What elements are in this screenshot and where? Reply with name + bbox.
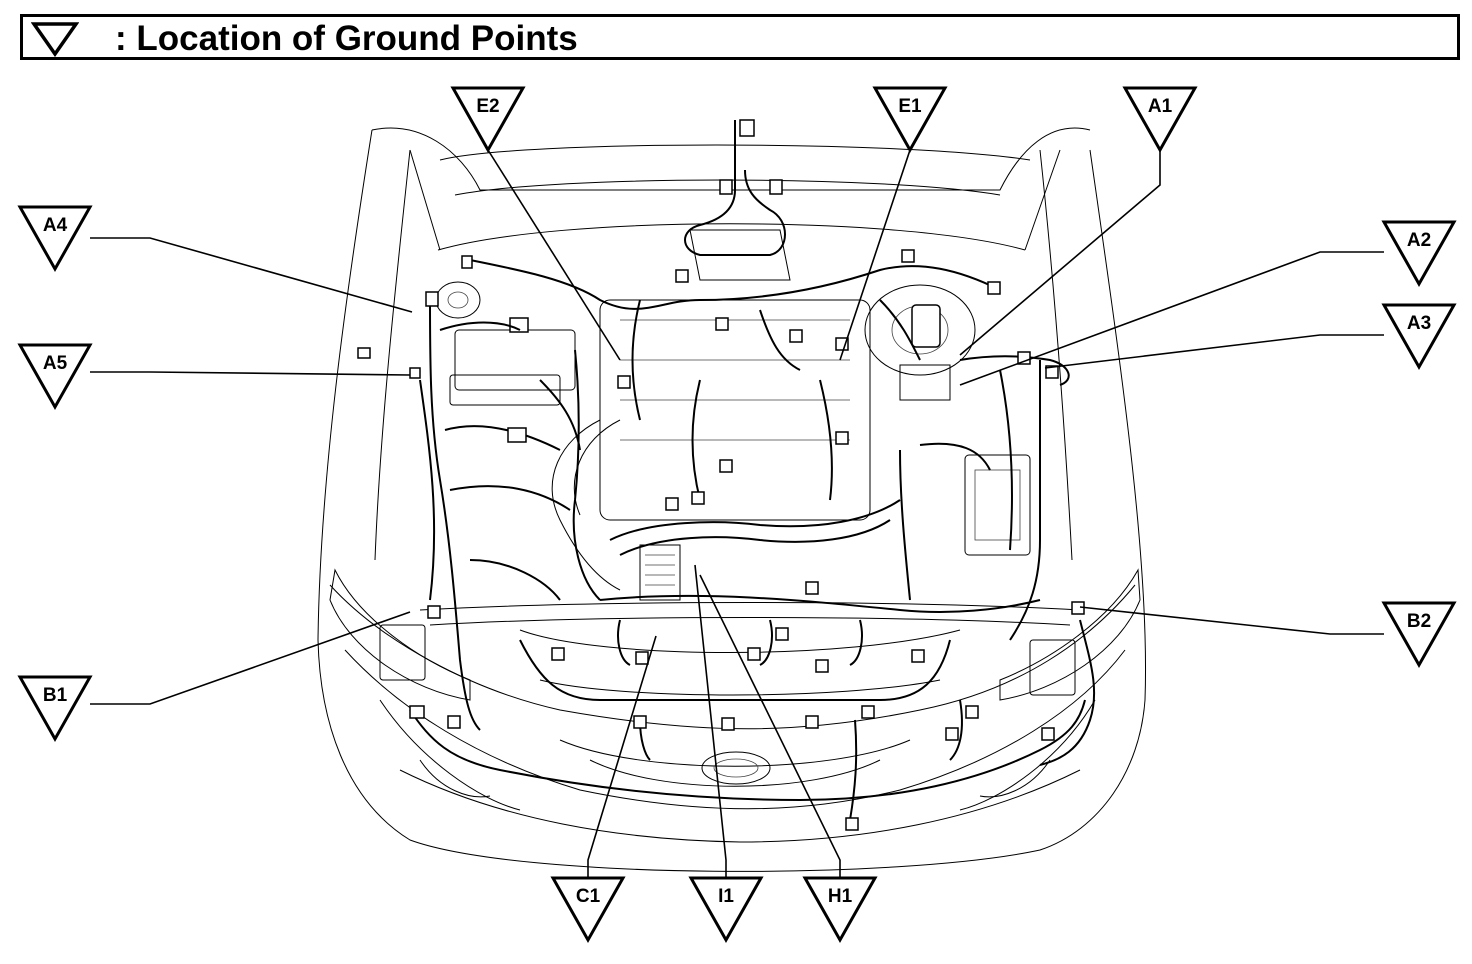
ground-point-triangle-icon [1381, 303, 1457, 371]
ground-point-label: A5 [43, 353, 68, 374]
ground-point-label: H1 [828, 886, 853, 907]
harness-connectors [357, 249, 1085, 831]
ground-point-A3: A3 [1381, 303, 1457, 371]
ground-point-A1: A1 [1122, 86, 1198, 154]
ground-point-label: A2 [1407, 230, 1431, 251]
ground-point-label: E2 [476, 96, 499, 117]
ground-point-I1: I1 [688, 876, 764, 944]
ground-point-H1: H1 [802, 876, 878, 944]
ground-point-triangle-icon [17, 205, 93, 273]
ground-point-label: C1 [576, 886, 601, 907]
ground-point-label: I1 [718, 886, 734, 907]
ground-point-label: A3 [1407, 313, 1431, 334]
page-title: : Location of Ground Points [115, 19, 578, 58]
ground-point-triangle-icon [450, 86, 526, 154]
ground-point-triangle-icon [1381, 220, 1457, 288]
ground-point-triangle-icon [17, 675, 93, 743]
ground-point-label: A4 [43, 215, 68, 236]
ground-point-triangle-icon [688, 876, 764, 944]
ground-point-C1: C1 [550, 876, 626, 944]
ground-point-E1: E1 [872, 86, 948, 154]
ground-point-label: B1 [43, 685, 68, 706]
ground-point-triangle-icon [802, 876, 878, 944]
ground-point-A4: A4 [17, 205, 93, 273]
ground-point-triangle-icon [17, 343, 93, 411]
ground-point-label: A1 [1148, 96, 1173, 117]
ground-point-label: B2 [1407, 611, 1431, 632]
ground-point-B1: B1 [17, 675, 93, 743]
ground-point-A5: A5 [17, 343, 93, 411]
wiring-harness [409, 120, 1096, 821]
ground-point-A2: A2 [1381, 220, 1457, 288]
leader-lines [90, 149, 1384, 878]
ground-point-label: E1 [898, 96, 922, 117]
ground-point-triangle-icon [31, 22, 79, 57]
ground-point-triangle-icon [1381, 601, 1457, 669]
header-title-box: : Location of Ground Points [20, 14, 1460, 60]
ground-point-triangle-icon [550, 876, 626, 944]
ground-point-B2: B2 [1381, 601, 1457, 669]
ground-point-triangle-icon [1122, 86, 1198, 154]
ground-point-E2: E2 [450, 86, 526, 154]
ground-point-triangle-icon [872, 86, 948, 154]
